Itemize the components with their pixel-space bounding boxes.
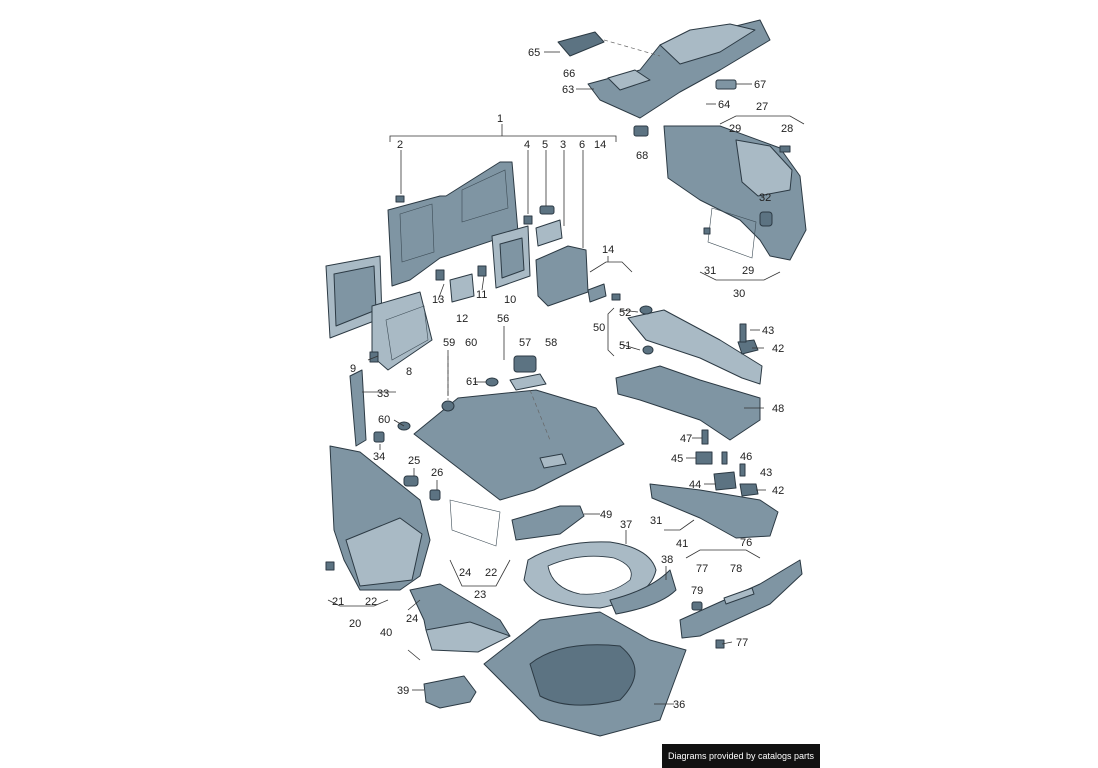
callout-26: 26 [431,467,443,479]
leader-lines [327,51,805,705]
callout-48: 48 [772,403,784,415]
callout-28: 28 [781,123,793,135]
callout-42: 42 [772,485,784,497]
callout-22-mid: 22 [485,567,497,579]
callout-29: 29 [742,265,754,277]
callout-63: 63 [562,84,574,96]
callout-23: 23 [474,589,486,601]
callout-4: 4 [524,139,530,151]
callout-59: 59 [443,337,455,349]
callout-32: 32 [759,192,771,204]
callout-21: 21 [332,596,344,608]
callout-39: 39 [397,685,409,697]
callout-5: 5 [542,139,548,151]
callout-42-top: 42 [772,343,784,355]
callout-31: 31 [650,515,662,527]
callout-6: 6 [579,139,585,151]
callout-61: 61 [466,376,478,388]
callout-46: 46 [740,451,752,463]
callout-34: 34 [373,451,385,463]
callout-27: 27 [756,101,768,113]
callout-50: 50 [593,322,605,334]
callout-66: 66 [563,68,575,80]
callout-33: 33 [377,388,389,400]
callout-64: 64 [718,99,730,111]
callout-25: 25 [408,455,420,467]
callout-1: 1 [497,113,503,125]
callout-65: 65 [528,47,540,59]
callout-44: 44 [689,479,701,491]
callout-49: 49 [600,509,612,521]
callout-56: 56 [497,313,509,325]
callout-30: 30 [733,288,745,300]
callout-58: 58 [545,337,557,349]
callout-8: 8 [406,366,412,378]
callout-67: 67 [754,79,766,91]
callout-11: 11 [476,289,487,301]
callout-24: 24 [406,613,418,625]
callout-52: 52 [619,307,631,319]
footer-credit: Diagrams provided by catalogs parts [662,744,820,768]
callout-29-top: 29 [729,123,741,135]
callout-45: 45 [671,453,683,465]
callout-31-top: 31 [704,265,716,277]
callout-37: 37 [620,519,632,531]
callout-68: 68 [636,150,648,162]
right-side-trim [663,125,807,261]
callout-22: 22 [365,596,377,608]
rear-shelf-panel [557,19,771,137]
rear-trim-panel-assembly [325,161,621,371]
callout-60-top: 60 [465,337,477,349]
callout-13: 13 [432,294,444,306]
callout-36: 36 [673,699,685,711]
callout-77: 77 [736,637,748,649]
callout-57: 57 [519,337,531,349]
right-floor-rails [615,305,779,539]
callout-20: 20 [349,618,361,630]
callout-38: 38 [661,554,673,566]
lower-left-trims [409,505,585,709]
callout-3: 3 [560,139,566,151]
callout-78: 78 [730,563,742,575]
callout-60: 60 [378,414,390,426]
callout-43: 43 [760,467,772,479]
callout-77-top: 77 [696,563,708,575]
callout-9: 9 [350,363,356,375]
callout-40: 40 [380,627,392,639]
callout-51: 51 [619,340,631,352]
callout-43-top: 43 [762,325,774,337]
callout-47: 47 [680,433,692,445]
callout-79: 79 [691,585,703,597]
callout-14-top: 14 [594,139,606,151]
callout-12: 12 [456,313,468,325]
callout-76: 76 [740,537,752,549]
left-side-trim [325,369,501,591]
callout-24-mid: 24 [459,567,471,579]
callout-labels: 1 2 4 5 3 6 14 14 13 11 10 12 8 9 65 66 … [332,47,793,711]
sill-scuff-plate [679,559,803,649]
spare-wheel-well [483,541,687,737]
callout-41: 41 [676,538,688,550]
callout-10: 10 [504,294,516,306]
callout-2: 2 [397,139,403,151]
callout-14: 14 [602,244,614,256]
